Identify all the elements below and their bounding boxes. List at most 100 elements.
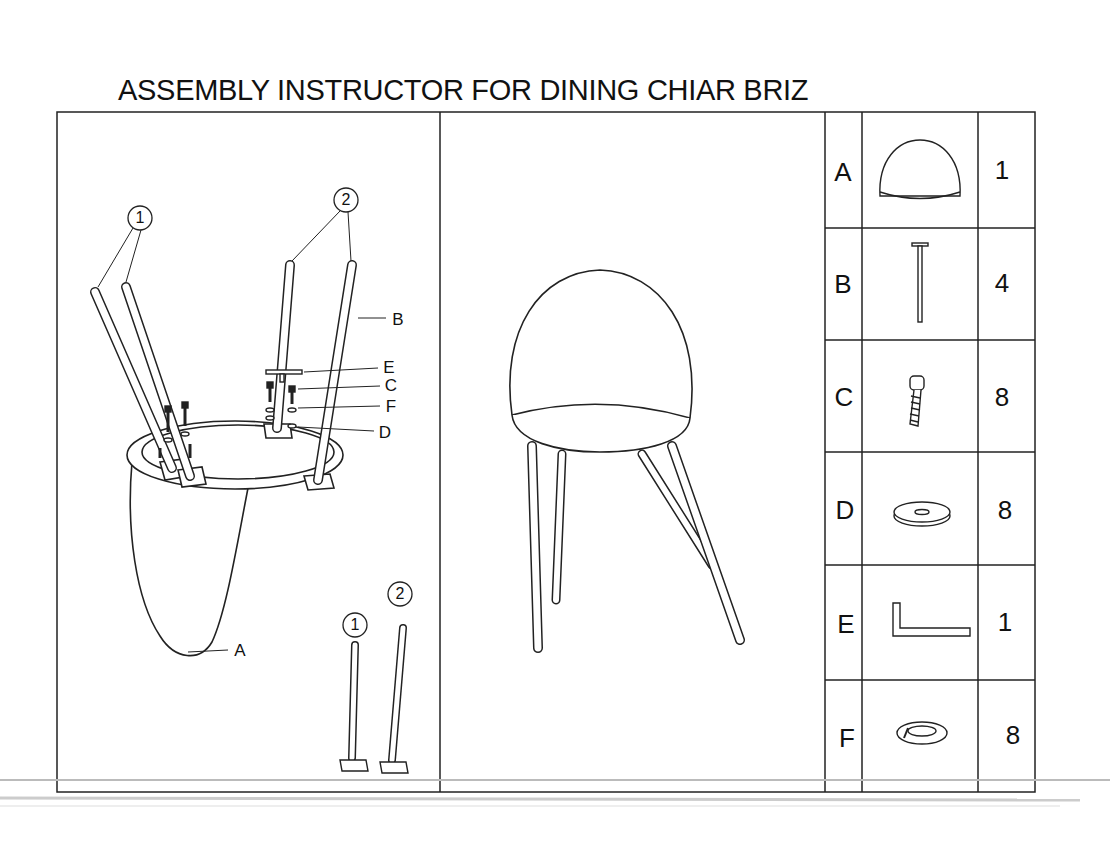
leader-line: [358, 318, 386, 319]
leader-line: [98, 228, 133, 287]
table-cell: 1: [997, 609, 1013, 635]
screw-head: [165, 406, 171, 412]
washer: [266, 416, 274, 420]
table-row-line: [825, 339, 1035, 341]
leg: [672, 446, 740, 640]
callout-circle: 1: [342, 612, 368, 638]
spring-washer-icon: [908, 726, 936, 736]
scan-line: [0, 806, 1060, 807]
table-cell: 4: [994, 270, 1010, 296]
leg: [532, 446, 538, 648]
table-cell: B: [833, 271, 852, 297]
washer: [288, 424, 296, 428]
loose-legs: [352, 628, 403, 760]
table-row-line: [825, 679, 1035, 681]
leader-line: [126, 230, 141, 282]
leg: [126, 287, 190, 476]
spring-washer-icon: [904, 728, 908, 738]
table-cell: 1: [994, 157, 1010, 183]
seat-icon: [880, 140, 960, 196]
leg: [392, 628, 403, 760]
callout-number: 1: [351, 617, 360, 633]
table-cell: 8: [994, 384, 1010, 410]
allen-key: [266, 370, 302, 382]
scan-line: [0, 779, 1110, 781]
leg-plate: [380, 762, 408, 773]
leader-line: [298, 406, 380, 408]
table-cell: 8: [1005, 722, 1021, 748]
washer-icon: [894, 502, 950, 522]
part-label: B: [391, 311, 404, 328]
leader-line: [348, 212, 351, 261]
table-cell: C: [834, 384, 855, 410]
chair-back-shell: [130, 462, 248, 656]
frame: [57, 112, 1035, 792]
leader-line: [298, 427, 374, 431]
leader-line: [298, 386, 380, 389]
part-label: F: [385, 398, 397, 415]
screw-thread: [910, 396, 920, 422]
callout-number: 2: [342, 192, 351, 208]
chair-exploded: [127, 421, 343, 656]
screw: [184, 408, 187, 426]
table-row-line: [825, 227, 1035, 229]
callout-circle: 2: [387, 581, 413, 607]
chair-back: [510, 270, 692, 418]
part-label: E: [382, 359, 395, 376]
table-cell: E: [836, 611, 855, 637]
table-cell: D: [835, 497, 856, 523]
leader-lines: [98, 211, 386, 652]
callout-circle-outline: [334, 188, 358, 212]
scan-line: [0, 798, 1080, 800]
allen-key-icon: [893, 603, 970, 636]
leg-plate: [340, 760, 368, 771]
leader-line: [304, 368, 378, 372]
table-cell: 8: [997, 497, 1013, 523]
chair-legs: [532, 446, 740, 648]
callout-circle-outline: [343, 613, 367, 637]
table-row-line: [825, 564, 1035, 566]
spring-washer-icon: [897, 722, 947, 744]
leader-line: [292, 211, 340, 261]
title: ASSEMBLY INSTRUCTOR FOR DINING CHIAR BRI…: [118, 76, 808, 105]
screw-head: [182, 402, 188, 408]
callout-circle-outline: [128, 206, 152, 230]
screw: [291, 392, 294, 404]
screw: [269, 388, 272, 402]
leg: [352, 645, 355, 758]
allen-key-arm: [280, 374, 284, 382]
part-label: D: [378, 424, 392, 441]
callout-circle: 1: [127, 205, 153, 231]
leg: [318, 265, 352, 480]
loose-leg-plates: [340, 760, 408, 773]
fasteners: [160, 382, 296, 458]
seat-icon: [880, 192, 960, 199]
scan-marks: [0, 780, 1110, 806]
leg: [318, 265, 352, 480]
callout-circle: 2: [333, 187, 359, 213]
washer-icon: [915, 510, 929, 515]
leg: [126, 287, 190, 476]
panel-divider: [439, 112, 441, 792]
leg: [277, 265, 290, 428]
callout-circle-outline: [388, 582, 412, 606]
outer-frame: [57, 112, 1035, 792]
callout-number: 2: [396, 586, 405, 602]
screw-head: [267, 382, 273, 388]
screw-icon: [910, 376, 924, 390]
seat-front: [512, 415, 690, 452]
screw: [189, 444, 192, 458]
bolt-icon: [918, 246, 922, 322]
washer: [164, 438, 172, 442]
part-label: A: [233, 642, 246, 659]
leg: [352, 645, 355, 758]
table-cell: A: [833, 159, 852, 185]
screw-icon: [910, 390, 921, 426]
table-row-line: [825, 451, 1035, 453]
callout-number: 1: [136, 210, 145, 226]
leg: [556, 454, 562, 600]
screw: [167, 412, 170, 432]
